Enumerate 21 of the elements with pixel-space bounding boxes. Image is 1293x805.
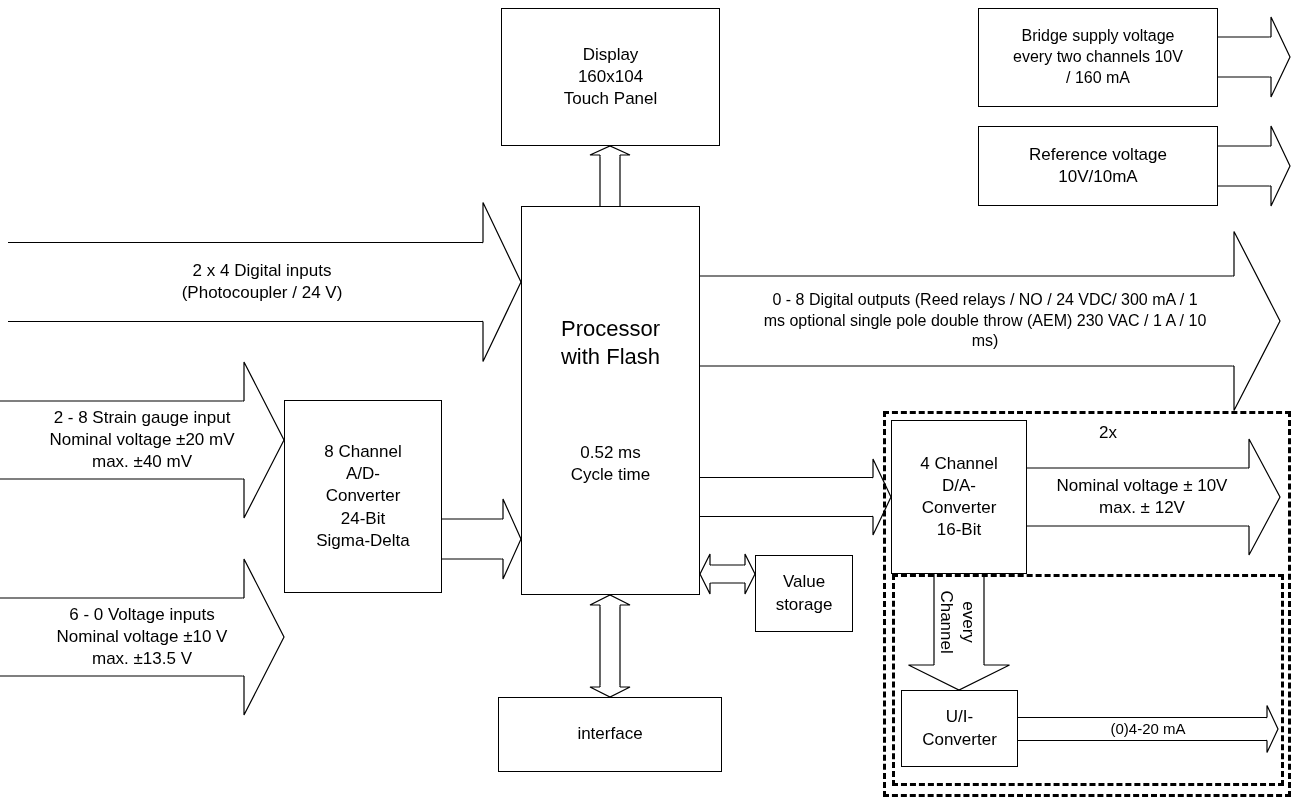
process-box bbox=[284, 400, 442, 593]
box-text: 0.52 ms Cycle time bbox=[570, 442, 651, 487]
edge-label: every Channel bbox=[936, 589, 980, 656]
box-text: 8 Channel A/D-Converter 24-Bit Sigma-Delta bbox=[315, 441, 411, 552]
process-box bbox=[891, 420, 1027, 574]
process-box bbox=[521, 206, 700, 595]
process-box bbox=[498, 697, 722, 772]
box-text: Display 160x104 Touch Panel bbox=[562, 43, 659, 111]
process-box bbox=[501, 8, 720, 146]
process-box bbox=[978, 126, 1218, 206]
box-text: Bridge supply voltage every two channels 10V / 160 mA bbox=[1012, 26, 1184, 88]
process-box bbox=[901, 690, 1018, 767]
box-text: Value storage bbox=[774, 571, 834, 616]
group-frame bbox=[892, 574, 1284, 786]
box-text: 4 Channel D/A-Converter 16-Bit bbox=[919, 452, 999, 542]
process-box bbox=[978, 8, 1218, 107]
process-box bbox=[755, 555, 853, 632]
box-text: interface bbox=[577, 723, 643, 746]
box-text: Processor with Flash bbox=[559, 314, 661, 372]
box-text: U/I-Converter bbox=[921, 706, 998, 751]
box-text: Reference voltage 10V/10mA bbox=[1028, 143, 1168, 188]
